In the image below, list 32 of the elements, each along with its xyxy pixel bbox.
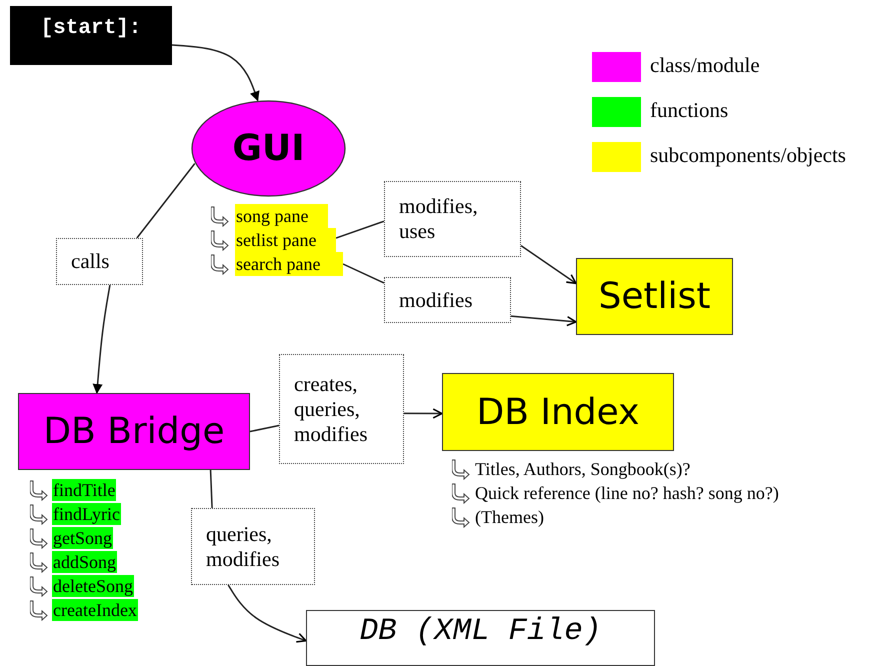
connector-arrow xyxy=(510,315,577,326)
connector-arrow xyxy=(228,584,307,643)
edge-label-box: modifies xyxy=(384,277,511,323)
start-box: [start]: xyxy=(10,6,172,65)
subcomponent-label: search pane xyxy=(235,252,343,276)
legend-label: class/module xyxy=(650,53,760,78)
function-label: deleteSong xyxy=(52,575,134,597)
function-label: findTitle xyxy=(52,479,116,501)
connector-arrow xyxy=(404,408,443,419)
legend-label: subcomponents/objects xyxy=(650,143,846,168)
legend-label: functions xyxy=(650,98,728,123)
connector-arrow xyxy=(92,284,111,394)
edge-label-box: modifies, uses xyxy=(384,181,521,257)
module-box: DB Bridge xyxy=(18,393,250,470)
note-text: (Themes) xyxy=(474,506,545,528)
object-box: DB Index xyxy=(442,373,674,451)
subcomponent-label: song pane xyxy=(235,204,328,228)
edge-label-box: creates, queries, modifies xyxy=(279,354,404,464)
connector-arrow xyxy=(172,44,260,102)
subcomponent-label: setlist pane xyxy=(235,228,336,252)
function-label: addSong xyxy=(52,551,117,573)
object-box: Setlist xyxy=(576,258,733,335)
note-text: Quick reference (line no? hash? song no?) xyxy=(474,482,780,504)
edge-label-box: calls xyxy=(56,238,143,285)
function-label: createIndex xyxy=(52,599,138,621)
function-label: findLyric xyxy=(52,503,121,525)
function-label: getSong xyxy=(52,527,114,549)
file-box: DB (XML File) xyxy=(306,610,655,666)
connector-arrow xyxy=(520,244,577,284)
module-title: GUI xyxy=(232,128,305,169)
note-text: Titles, Authors, Songbook(s)? xyxy=(474,458,692,480)
edge-label-box: queries, modifies xyxy=(191,508,315,585)
